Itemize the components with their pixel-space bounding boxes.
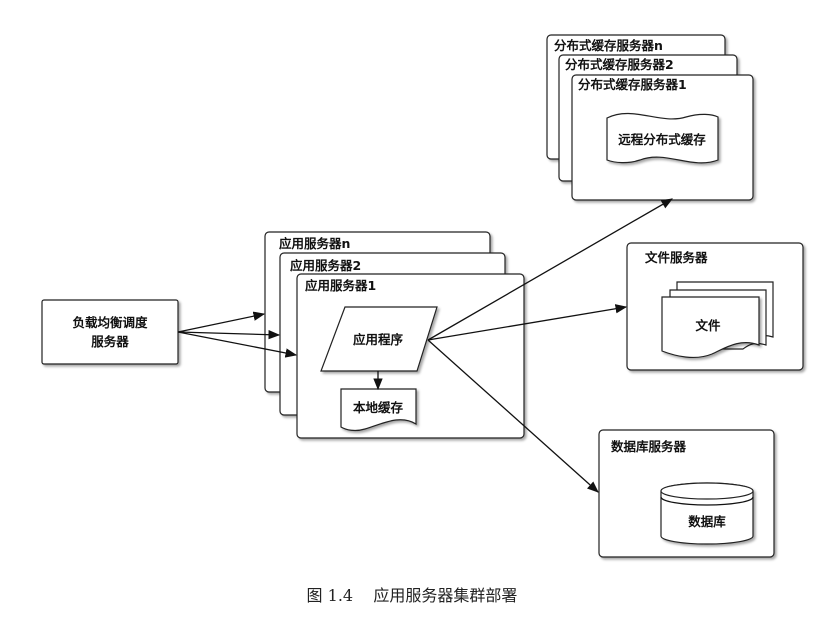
cache-server-2-title: 分布式缓存服务器2	[565, 57, 674, 72]
load-balancer-label-line1: 负载均衡调度	[72, 315, 148, 330]
remote-cache-shape	[606, 112, 719, 164]
local-cache-label: 本地缓存	[353, 400, 404, 415]
arrow-app-to-cache-servers	[427, 198, 674, 341]
db-server-title: 数据库服务器	[610, 439, 687, 454]
app-server-1-title: 应用服务器1	[305, 278, 376, 293]
file-server-node: 文件服务器 文件	[626, 242, 804, 371]
arrow-lb-to-app-2	[177, 330, 281, 340]
figure-caption: 图 1.4 应用服务器集群部署	[307, 586, 518, 605]
cache-server-n-title: 分布式缓存服务器n	[554, 38, 663, 53]
load-balancer-label-line2: 服务器	[91, 334, 129, 349]
app-server-n-title: 应用服务器n	[279, 236, 350, 251]
db-server-node: 数据库服务器 数据库	[598, 429, 775, 558]
file-label: 文件	[695, 318, 721, 333]
arrow-app-to-file-server	[427, 304, 628, 341]
arrow-lb-to-app-1	[177, 331, 298, 358]
app-server-stack: 应用服务器n 应用服务器2 应用服务器1 应用程序 本地缓存	[264, 231, 525, 439]
connections	[177, 198, 674, 493]
arrow-app-to-db-server	[427, 339, 599, 493]
app-program-shape	[320, 306, 438, 372]
cache-server-stack: 分布式缓存服务器n 分布式缓存服务器2 分布式缓存服务器1 远程分布式缓存	[546, 34, 754, 201]
app-server-2-title: 应用服务器2	[290, 258, 361, 273]
cache-server-1-title: 分布式缓存服务器1	[578, 77, 687, 92]
arrow-lb-to-app-n	[177, 311, 266, 333]
file-stack-shape	[661, 296, 760, 359]
remote-cache-label: 远程分布式缓存	[618, 132, 706, 147]
app-program-label: 应用程序	[353, 332, 404, 347]
database-label: 数据库	[687, 514, 726, 529]
file-server-title: 文件服务器	[645, 250, 708, 265]
load-balancer-node: 负载均衡调度 服务器	[41, 299, 179, 365]
local-cache-shape	[340, 388, 417, 432]
